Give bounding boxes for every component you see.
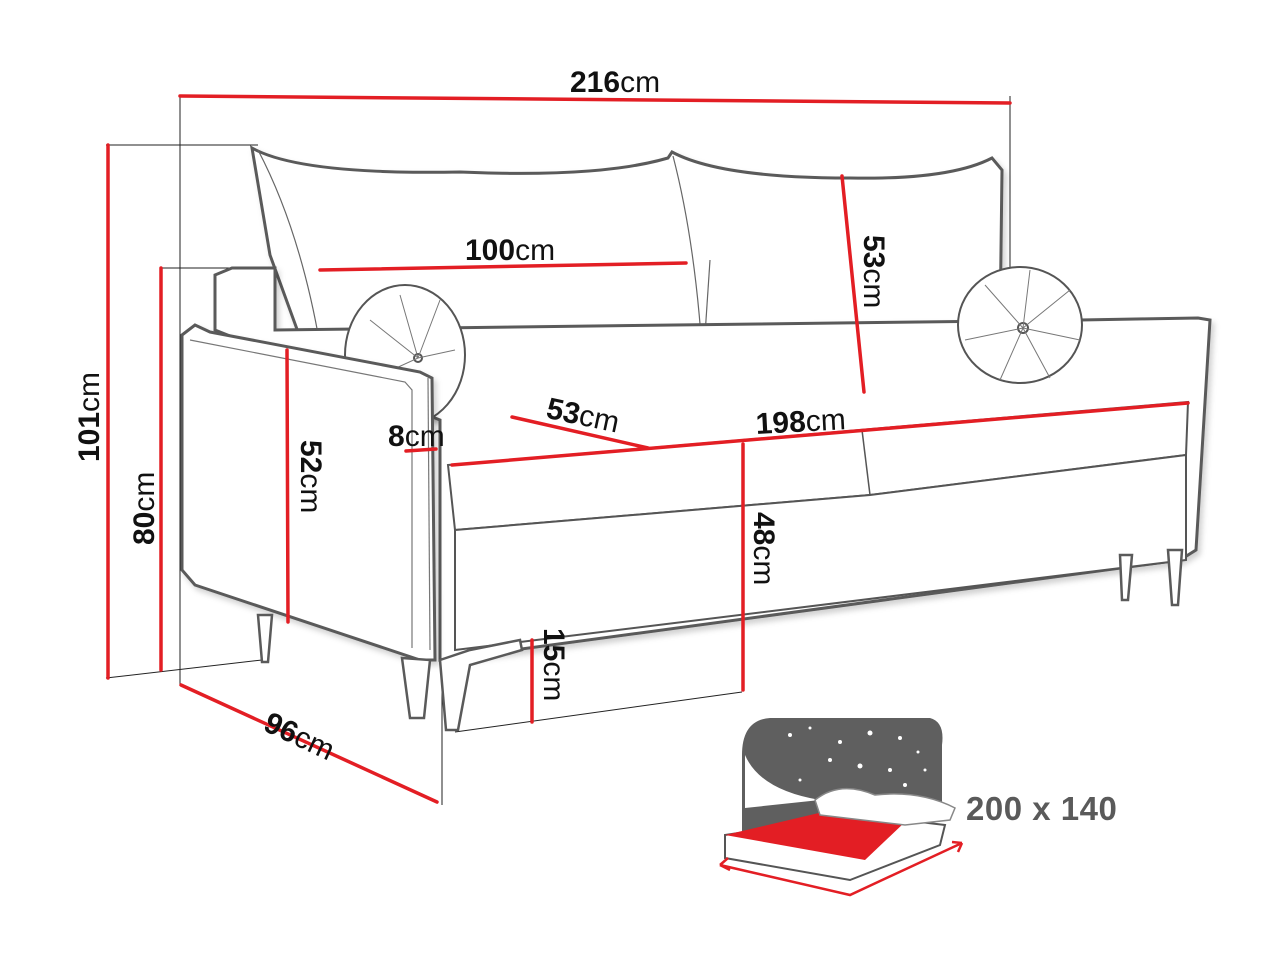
sofa-legs: [256, 548, 1184, 732]
left-armrest: [180, 323, 437, 662]
bed-with-night-sky-icon: [719, 718, 964, 897]
label-seat-width: 198cm: [754, 403, 847, 441]
dim-line-total-width: [178, 94, 1012, 105]
label-leg-height: 15cm: [537, 628, 570, 702]
dimension-lines: [106, 94, 1190, 804]
label-armrest-height: 80cm: [128, 471, 161, 545]
label-total-width: 216cm: [570, 66, 661, 99]
dim-line-cushion-width: [318, 261, 688, 272]
label-total-height: 101cm: [73, 371, 106, 462]
label-cushion-height: 53cm: [857, 235, 890, 309]
dim-line-seat-depth: [510, 415, 650, 450]
label-cushion-width: 100cm: [465, 234, 556, 267]
label-seat-height: 48cm: [747, 512, 780, 586]
label-armrest-side: 52cm: [294, 440, 327, 514]
dim-line-seat-width: [450, 401, 1190, 467]
dim-line-armrest-width: [404, 447, 438, 453]
dim-line-armrest-side: [285, 348, 290, 624]
sleeping-area-size: 200 x 140: [966, 790, 1118, 827]
dim-line-depth: [179, 683, 439, 804]
label-armrest-width: 8cm: [388, 420, 445, 453]
dim-line-cushion-height: [840, 174, 866, 394]
